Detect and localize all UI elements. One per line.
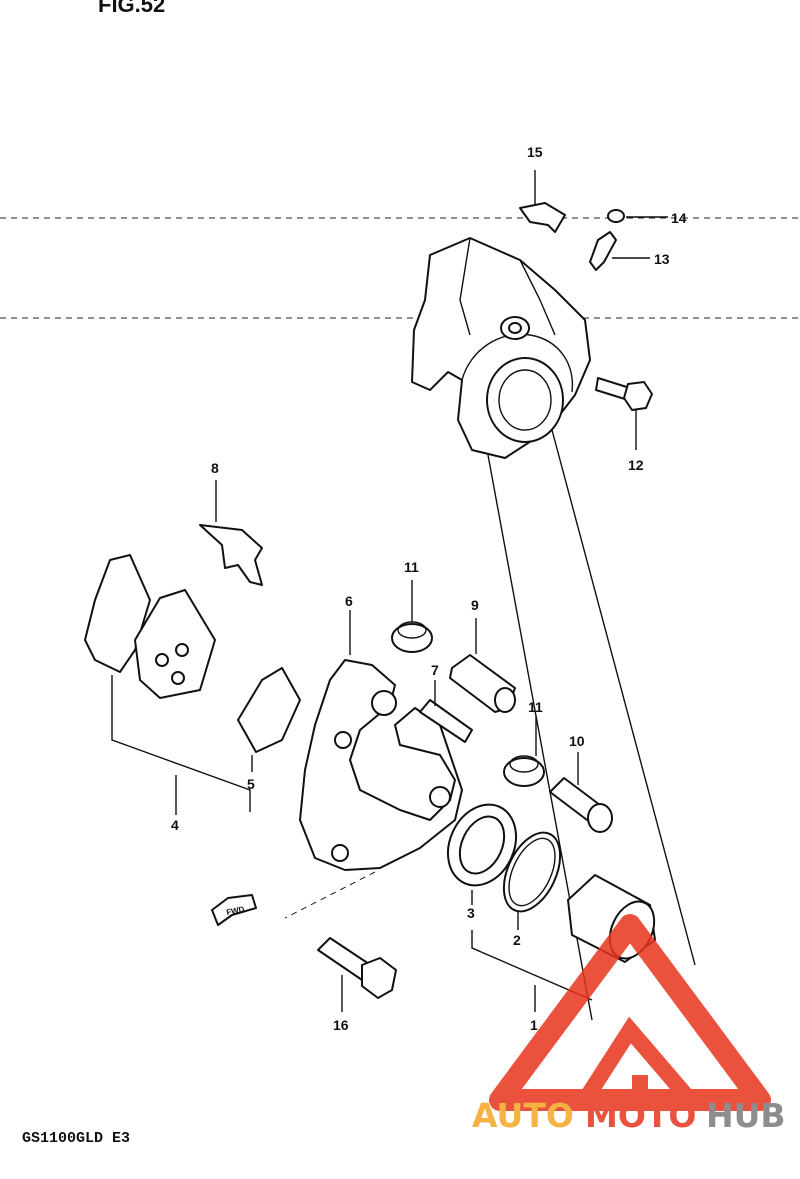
callout-2: 2 (513, 932, 521, 948)
bolt-12 (595, 377, 653, 450)
figure-title: FIG.52 (98, 0, 165, 17)
callout-5: 5 (247, 776, 255, 792)
triangle-logo-icon (489, 914, 771, 1111)
brake-pad-set-4 (84, 554, 251, 815)
callout-7: 7 (431, 662, 439, 678)
callout-11-lower: 11 (528, 699, 543, 715)
forward-arrow-icon: FWD (211, 894, 257, 926)
callout-12: 12 (628, 457, 644, 473)
watermark-hub: HUB (706, 1096, 786, 1135)
pad-clip-15 (519, 170, 566, 233)
callout-15: 15 (527, 144, 543, 160)
fwd-label: FWD (226, 904, 246, 917)
watermark-moto: MOTO (585, 1096, 696, 1135)
leader-bracket-16 (284, 871, 376, 919)
sleeve-pin-10 (549, 752, 613, 833)
callout-6: 6 (345, 593, 353, 609)
callout-11-upper: 11 (404, 559, 419, 575)
boot-11-lower (503, 716, 545, 787)
callout-8: 8 (211, 460, 219, 476)
dust-seal-3 (446, 803, 518, 905)
piston-seal-2 (502, 831, 562, 930)
callout-13: 13 (654, 251, 670, 267)
callout-4: 4 (171, 817, 179, 833)
caliper-body-upper (411, 237, 591, 459)
model-label: GS1100GLD E3 (22, 1130, 130, 1147)
pad-pin-7 (419, 680, 473, 743)
callout-1: 1 (530, 1017, 538, 1033)
caliper-bracket-6 (299, 610, 463, 871)
callout-14: 14 (671, 210, 687, 226)
callout-16: 16 (333, 1017, 349, 1033)
bolt-16 (317, 937, 397, 1012)
watermark-auto: AUTO (472, 1096, 574, 1135)
bleeder-cap-14 (607, 209, 668, 223)
sleeve-pin-9 (449, 618, 516, 713)
callout-3: 3 (467, 905, 475, 921)
callout-10: 10 (569, 733, 585, 749)
callout-9: 9 (471, 597, 479, 613)
pad-shim-5 (237, 667, 301, 772)
pad-spring-8 (199, 480, 263, 586)
leader-caliper-2 (551, 429, 696, 966)
watermark-logo: AUTO MOTO HUB (472, 914, 786, 1135)
bleeder-valve-13 (589, 231, 650, 271)
boot-11-upper (391, 580, 433, 653)
leader-1-group (471, 930, 593, 1001)
